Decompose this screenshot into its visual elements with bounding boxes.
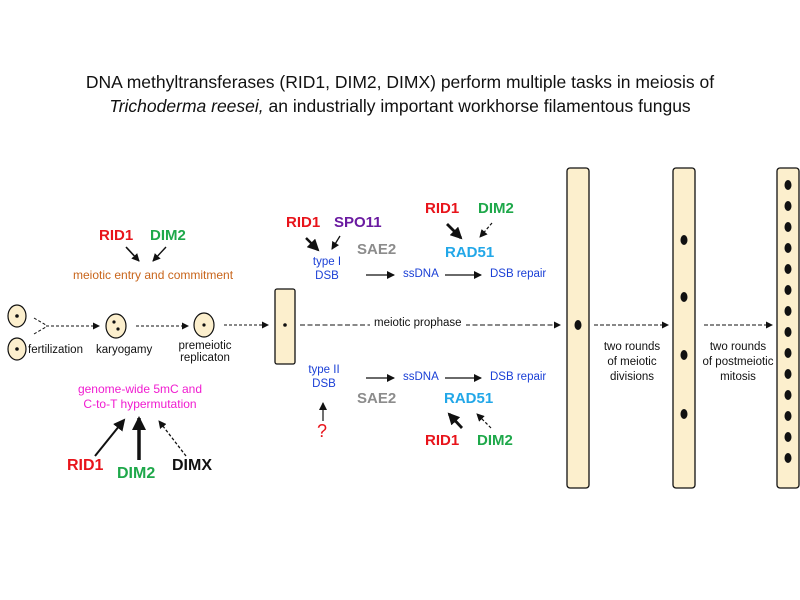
spo11-label: SPO11 [334, 214, 382, 231]
meiotic-div-line-2: of meiotic [607, 356, 657, 368]
meiotic-div-line-3: divisions [609, 371, 655, 383]
dim2-to-rad51-bottom-arrow [476, 413, 492, 429]
meiotic-ascus [566, 167, 590, 489]
unknown-inducer-question: ? [317, 421, 328, 441]
type1-dsb-label: type I DSB [304, 255, 350, 283]
dim2-to-meiotic-entry-arrow [152, 246, 167, 262]
premeiotic-line-1: premeiotic [178, 340, 232, 352]
species-name: Trichoderma reesei, [109, 96, 264, 116]
rid1-label-rad51-bottom: RID1 [425, 432, 460, 449]
premeiotic-line-2: replicaton [180, 351, 230, 364]
type2-line-2: DSB [312, 378, 336, 390]
rid1-label-type1: RID1 [286, 214, 321, 231]
meiotic-prophase-label: meiotic prophase [370, 317, 466, 330]
type2-line-1: type II [308, 364, 340, 376]
meiotic-div-line-1: two rounds [603, 341, 661, 353]
meiotic-divisions-label: two rounds of meiotic divisions [592, 340, 672, 385]
dim2-label-entry: DIM2 [150, 227, 186, 244]
zygote-cell [193, 312, 215, 338]
type2-dsb-label: type II DSB [301, 363, 347, 391]
rid1-to-hypermutation-arrow [94, 418, 126, 457]
rid1-to-type1-arrow [305, 237, 320, 252]
type1-line-1: type I [312, 256, 342, 268]
rid1-to-rad51-top-arrow [446, 223, 463, 240]
rad51-label-bottom: RAD51 [444, 390, 494, 407]
haploid-nucleus-cell-top [7, 304, 27, 328]
sae2-label-bottom: SAE2 [357, 390, 397, 407]
dim2-to-rad51-top-arrow [479, 222, 493, 238]
ssdna-label-bottom: ssDNA [403, 371, 439, 383]
rad51-label-top: RAD51 [445, 244, 495, 261]
title-line-2: an industrially important workhorse fila… [263, 96, 691, 116]
sae2-label-top: SAE2 [357, 241, 397, 258]
rid1-to-meiotic-entry-arrow [125, 246, 140, 262]
postmeiotic-line-3: mitosis [720, 371, 756, 383]
type1-line-2: DSB [315, 270, 339, 282]
dim2-label-rad51-bottom: DIM2 [477, 432, 513, 449]
ssdna-label-top: ssDNA [403, 268, 439, 280]
rid1-to-rad51-bottom-arrow [447, 412, 464, 429]
hypermutation-line-1: genome-wide 5mC and [77, 382, 203, 396]
dim2-label-rad51-top: DIM2 [478, 200, 514, 217]
postdivision-ascus [672, 167, 696, 489]
hypermutation-line-2: C-to-T hypermutation [83, 397, 197, 411]
postmeiotic-line-2: of postmeiotic [702, 356, 774, 368]
young-ascus [274, 288, 296, 365]
dsb-repair-label-bottom: DSB repair [490, 371, 547, 383]
dimx-label-hypermutation: DIMX [172, 457, 212, 474]
postmeiotic-mitosis-label: two rounds of postmeiotic mitosis [696, 340, 780, 385]
karyogamy-label: karyogamy [96, 344, 153, 356]
rid1-label-hypermutation: RID1 [67, 457, 104, 474]
spo11-to-type1-arrow [331, 235, 341, 250]
mature-ascus [776, 167, 800, 489]
dimx-to-hypermutation-arrow [158, 420, 187, 457]
rid1-label-entry: RID1 [99, 227, 134, 244]
hypermutation-label: genome-wide 5mC and C-to-T hypermutation [60, 382, 220, 412]
title-line-1: DNA methyltransferases (RID1, DIM2, DIMX… [85, 72, 715, 92]
fertilization-merge-arrow [33, 317, 100, 335]
postmeiotic-line-1: two rounds [709, 341, 767, 353]
premeiotic-label: premeiotic replicaton [175, 340, 235, 364]
dim2-label-hypermutation: DIM2 [117, 465, 156, 482]
rid1-label-rad51-top: RID1 [425, 200, 460, 217]
dsb-repair-label-top: DSB repair [490, 268, 547, 280]
fertilization-label: fertilization [28, 344, 83, 356]
haploid-nucleus-cell-bottom [7, 337, 27, 361]
diagram-title: DNA methyltransferases (RID1, DIM2, DIMX… [0, 70, 800, 118]
karyogamy-cell [105, 313, 127, 339]
meiotic-entry-label: meiotic entry and commitment [73, 268, 234, 282]
